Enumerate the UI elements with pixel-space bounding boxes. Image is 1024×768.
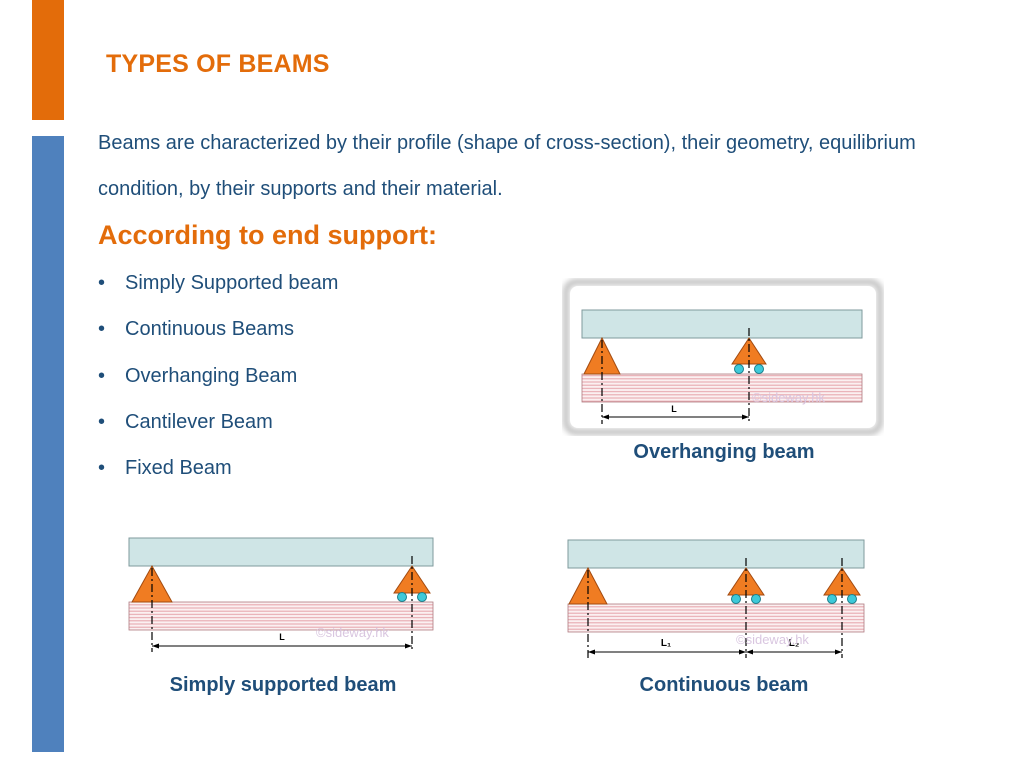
bullet-icon: • — [98, 410, 106, 433]
beam-lower-block — [567, 603, 865, 633]
beam-lower-block — [581, 373, 863, 403]
figure-background — [570, 286, 876, 428]
simply-supported-beam-diagram: L ©sideway.hk — [124, 536, 440, 658]
dimension-arrow-icon — [405, 643, 412, 649]
dimension-arrow-icon — [602, 414, 609, 420]
roller-wheel-icon — [397, 592, 407, 602]
beam-types-list: •Simply Supported beam •Continuous Beams… — [98, 272, 338, 503]
dimension-arrow-icon — [739, 649, 746, 655]
accent-bar-orange — [32, 0, 64, 120]
intro-paragraph: Beams are characterized by their profile… — [98, 132, 916, 200]
continuous-beam-diagram: L₁ L₂ ©sideway.hk — [564, 538, 868, 662]
beam-lower-block — [128, 601, 434, 631]
span-label-2: L₂ — [789, 638, 800, 649]
bullet-icon: • — [98, 318, 106, 341]
roller-wheel-icon — [827, 594, 837, 604]
watermark: ©sideway.hk — [752, 390, 825, 405]
span-label-1: L₁ — [661, 638, 671, 649]
span-label: L — [279, 632, 285, 642]
section-subheading: According to end support: — [98, 220, 437, 250]
span-label: L — [671, 404, 677, 414]
simply-supported-beam-caption: Simply supported beam — [169, 674, 397, 696]
dimension-arrow-icon — [588, 649, 595, 655]
dimension-arrow-icon — [742, 414, 749, 420]
watermark: ©sideway.hk — [736, 632, 809, 647]
dimension-arrow-icon — [152, 643, 159, 649]
accent-bar-blue — [32, 136, 64, 752]
list-item: •Cantilever Beam — [98, 410, 273, 433]
slide-title: TYPES OF BEAMS — [106, 50, 330, 78]
list-item: •Continuous Beams — [98, 318, 294, 341]
beam-upper-block — [581, 309, 863, 339]
overhanging-beam-diagram: L ©sideway.hk — [562, 278, 884, 436]
overhanging-beam-caption: Overhanging beam — [633, 441, 815, 463]
bullet-icon: • — [98, 364, 106, 387]
roller-wheel-icon — [751, 594, 761, 604]
watermark: ©sideway.hk — [316, 625, 389, 640]
roller-wheel-icon — [734, 364, 744, 374]
list-item: •Simply Supported beam — [98, 272, 339, 294]
roller-wheel-icon — [754, 364, 764, 374]
dimension-arrow-icon — [746, 649, 753, 655]
beam-upper-block — [567, 539, 865, 569]
roller-wheel-icon — [417, 592, 427, 602]
list-item: •Fixed Beam — [98, 457, 232, 480]
continuous-beam-caption: Continuous beam — [639, 674, 809, 696]
beam-upper-block — [128, 537, 434, 567]
dimension-arrow-icon — [835, 649, 842, 655]
roller-wheel-icon — [847, 594, 857, 604]
list-item: •Overhanging Beam — [98, 364, 298, 387]
bullet-icon: • — [98, 457, 106, 480]
roller-wheel-icon — [731, 594, 741, 604]
figure-frame — [563, 279, 883, 435]
bullet-icon: • — [98, 272, 106, 294]
